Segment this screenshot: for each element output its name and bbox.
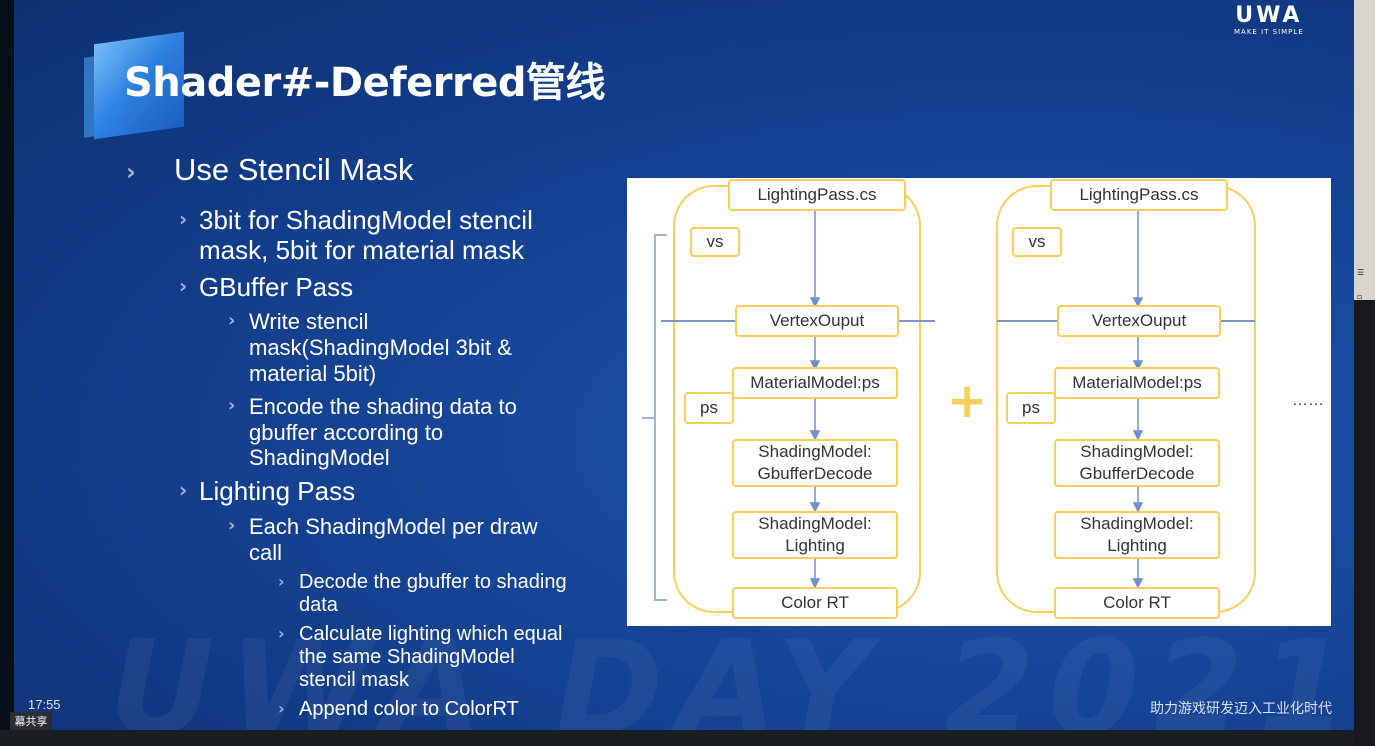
bullet-chevron-icon: › [278,572,285,591]
bullet-level4-cont: data [299,594,338,616]
window-bottom-edge [0,730,1375,746]
slide-title: Shader#-Deferred管线 [124,60,605,106]
bullet-level2: GBuffer Pass [199,272,354,302]
bullet-chevron-icon: › [278,699,285,718]
bullet-level4-cont: the same ShadingModel [299,646,515,668]
side-panel: ☰ ▫ [1354,0,1375,746]
bullet-level2: Lighting Pass [199,476,356,506]
brand-tagline: MAKE IT SIMPLE [1234,28,1304,36]
bullet-chevron-icon: › [228,310,236,331]
vs-label-node: vs [690,227,740,257]
shading-lighting-line2: Lighting [1107,536,1167,555]
vs-label-node: vs [1012,227,1062,257]
ps-label-node: ps [684,392,734,424]
bullet-level4-cont: stencil mask [299,669,410,691]
bullet-level3-cont: call [249,540,283,565]
color-rt-node: Color RT [732,587,898,619]
bullet-chevron-icon: › [179,274,188,298]
gbuffer-decode-node: ShadingModel: GbufferDecode [1054,439,1220,487]
bullet-level3: Encode the shading data to [249,394,517,419]
brand-logo: UWA MAKE IT SIMPLE [1234,3,1304,37]
pipeline-bracket [642,234,667,601]
clock-time: 17:55 [28,697,61,712]
screen-share-label[interactable]: 幕共享 [10,712,52,730]
event-watermark: UWA DAY 2021 [109,612,1354,730]
bullet-level3-cont: material 5bit) [249,361,377,386]
bullet-chevron-icon: › [179,207,188,231]
shading-lighting-node: ShadingModel: Lighting [1054,511,1220,559]
deferred-pipeline-diagram: LightingPass.cs vs VertexOuput MaterialM… [627,178,1331,626]
brand-name: UWA [1235,3,1303,28]
bullet-level3-cont: ShadingModel [249,445,390,470]
color-rt-node: Color RT [1054,587,1220,619]
side-panel-dark [1354,300,1375,746]
gbuffer-decode-line1: ShadingModel: [1080,442,1194,461]
shading-lighting-line2: Lighting [785,536,845,555]
footer-tagline: 助力游戏研发迈入工业化时代 [1150,701,1332,717]
gbuffer-decode-line2: GbufferDecode [1079,464,1195,483]
bullet-level3-cont: gbuffer according to [249,420,444,445]
gbuffer-decode-line1: ShadingModel: [758,442,872,461]
bullet-chevron-icon: › [228,395,236,416]
window-left-edge [0,0,14,746]
window-icon[interactable]: ▫ [1357,292,1363,301]
vertex-output-node: VertexOuput [735,305,899,337]
material-model-node: MaterialModel:ps [732,367,898,399]
bullet-level3: Write stencil [249,309,369,334]
bullet-level2: 3bit for ShadingModel stencil [199,205,533,235]
bullet-level3-cont: mask(ShadingModel 3bit & [249,335,512,360]
bullet-chevron-icon: › [278,624,285,643]
plus-icon: + [947,373,988,429]
bullet-level3: Each ShadingModel per draw [249,514,538,539]
bullet-level2-cont: mask, 5bit for material mask [199,235,525,265]
lighting-pass-node: LightingPass.cs [728,179,906,211]
bullet-chevron-icon: › [228,515,236,536]
shading-lighting-line1: ShadingModel: [1080,514,1194,533]
presentation-slide: UWA DAY 2021 Shader#-Deferred管线 UWA MAKE… [14,0,1354,730]
more-ellipsis: …… [1292,392,1324,409]
bullet-level4: Decode the gbuffer to shading [299,571,567,593]
lighting-pass-node: LightingPass.cs [1050,179,1228,211]
bullet-level4: Append color to ColorRT [299,698,519,720]
shading-lighting-line1: ShadingModel: [758,514,872,533]
ps-label-node: ps [1006,392,1056,424]
bullet-chevron-icon: › [126,158,136,186]
bullet-level4: Calculate lighting which equal [299,623,563,645]
gbuffer-decode-node: ShadingModel: GbufferDecode [732,439,898,487]
list-icon[interactable]: ☰ [1357,268,1365,277]
bullet-level1: Use Stencil Mask [174,152,414,187]
vertex-output-node: VertexOuput [1057,305,1221,337]
gbuffer-decode-line2: GbufferDecode [757,464,873,483]
material-model-node: MaterialModel:ps [1054,367,1220,399]
shading-lighting-node: ShadingModel: Lighting [732,511,898,559]
bullet-chevron-icon: › [179,478,188,502]
